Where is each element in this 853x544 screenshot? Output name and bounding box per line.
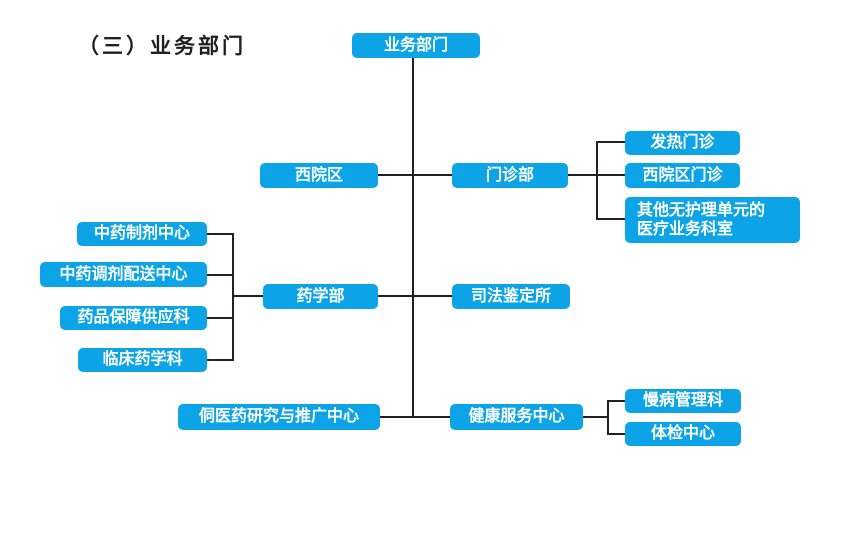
node-tcm-preparation-center: 中药制剂中心 [77, 222, 207, 246]
node-pharmacy-dept: 药学部 [263, 284, 378, 309]
node-root-business-departments: 业务部门 [352, 33, 480, 58]
connector-bracket1-vertical [596, 141, 598, 220]
connector-pharmacy-to-bracket [232, 295, 263, 297]
connector-trunk-vertical [412, 57, 414, 418]
section-title: （三）业务部门 [78, 34, 246, 58]
node-chronic-disease-dept: 慢病管理科 [625, 389, 741, 413]
node-outpatient-dept: 门诊部 [452, 163, 568, 188]
node-physical-exam-center: 体检中心 [625, 422, 741, 446]
node-tcm-dispensing-delivery-center: 中药调剂配送中心 [40, 262, 207, 287]
node-judicial-appraisal-office: 司法鉴定所 [452, 284, 570, 309]
connector-row2-horizontal [378, 295, 452, 297]
connector-row3-horizontal [380, 416, 450, 418]
connector-stub-drug-supply [207, 317, 233, 319]
connector-stub-tcm-preparation [207, 233, 233, 235]
connector-stub-physical-exam [607, 433, 625, 435]
node-clinical-pharmacy-dept: 临床药学科 [78, 348, 207, 372]
node-dong-medicine-research-center: 侗医药研究与推广中心 [178, 404, 380, 430]
node-west-campus-outpatient: 西院区门诊 [625, 163, 740, 188]
connector-stub-clinical-pharmacy [207, 359, 233, 361]
connector-stub-other-medical [597, 218, 625, 220]
connector-bracket2-vertical [232, 233, 234, 361]
node-west-campus: 西院区 [260, 163, 378, 188]
node-drug-supply-dept: 药品保障供应科 [60, 306, 207, 330]
connector-bracket3-vertical [607, 400, 609, 435]
connector-health-to-bracket [583, 416, 608, 418]
node-health-service-center: 健康服务中心 [450, 404, 583, 430]
connector-stub-fever-clinic [597, 141, 625, 143]
node-other-medical-depts: 其他无护理单元的 医疗业务科室 [625, 197, 800, 243]
node-fever-clinic: 发热门诊 [625, 131, 740, 155]
connector-stub-tcm-dispensing [207, 274, 233, 276]
connector-stub-chronic-disease [607, 400, 625, 402]
connector-row1-horizontal [378, 174, 452, 176]
